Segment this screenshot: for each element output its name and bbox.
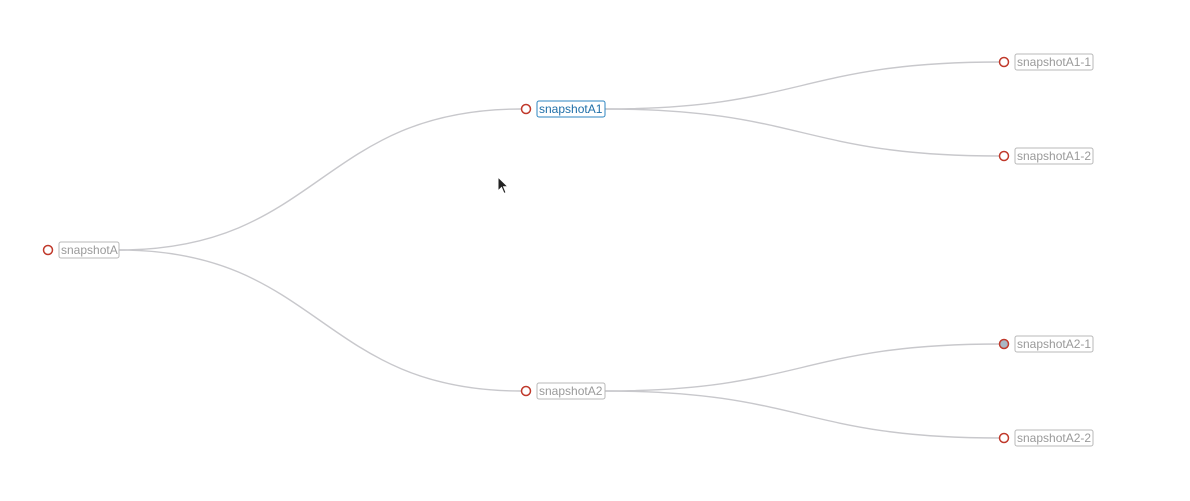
tree-node-snapshotA1-1[interactable]: snapshotA1-1 [998,53,1094,71]
tree-link-snapshotA2-to-snapshotA2-1 [604,343,1000,392]
tree-link-snapshotA1-to-snapshotA1-1 [604,61,1000,110]
node-label: snapshotA2 [539,384,603,398]
tree-link-snapshotA-to-snapshotA1 [118,108,522,251]
node-circle-icon[interactable] [520,103,532,115]
tree-link-snapshotA2-to-snapshotA2-2 [604,390,1000,439]
node-label: snapshotA [61,243,118,257]
node-label: snapshotA2-1 [1017,337,1091,351]
tree-node-snapshotA1[interactable]: snapshotA1 [520,100,606,118]
tree-node-snapshotA2-1[interactable]: snapshotA2-1 [998,335,1094,353]
node-label-box[interactable] [58,241,120,259]
node-circle-icon[interactable] [998,338,1010,350]
node-label-box[interactable] [1014,53,1094,71]
tree-node-snapshotA2-2[interactable]: snapshotA2-2 [998,429,1094,447]
node-label-box[interactable] [536,100,606,118]
node-label-box[interactable] [1014,335,1094,353]
node-label: snapshotA1 [539,102,603,116]
node-circle-icon[interactable] [998,432,1010,444]
tree-nodes: snapshotA snapshotA1 snapshotA2 snapshotA1-… [42,53,1094,447]
node-label-box[interactable] [1014,429,1094,447]
tree-node-snapshotA1-2[interactable]: snapshotA1-2 [998,147,1094,165]
node-label: snapshotA1-2 [1017,149,1091,163]
node-circle-icon[interactable] [42,244,54,256]
node-label-box[interactable] [1014,147,1094,165]
node-circle-icon[interactable] [520,385,532,397]
node-label: snapshotA1-1 [1017,55,1091,69]
tree-node-snapshotA[interactable]: snapshotA [42,241,120,259]
node-label-box[interactable] [536,382,606,400]
tree-node-snapshotA2[interactable]: snapshotA2 [520,382,606,400]
node-circle-icon[interactable] [998,150,1010,162]
node-label: snapshotA2-2 [1017,431,1091,445]
node-circle-icon[interactable] [998,56,1010,68]
tree-link-snapshotA1-to-snapshotA1-2 [604,108,1000,157]
tree-link-snapshotA-to-snapshotA2 [118,249,522,392]
mouse-cursor-icon [497,176,509,195]
tree-links [118,61,1000,439]
